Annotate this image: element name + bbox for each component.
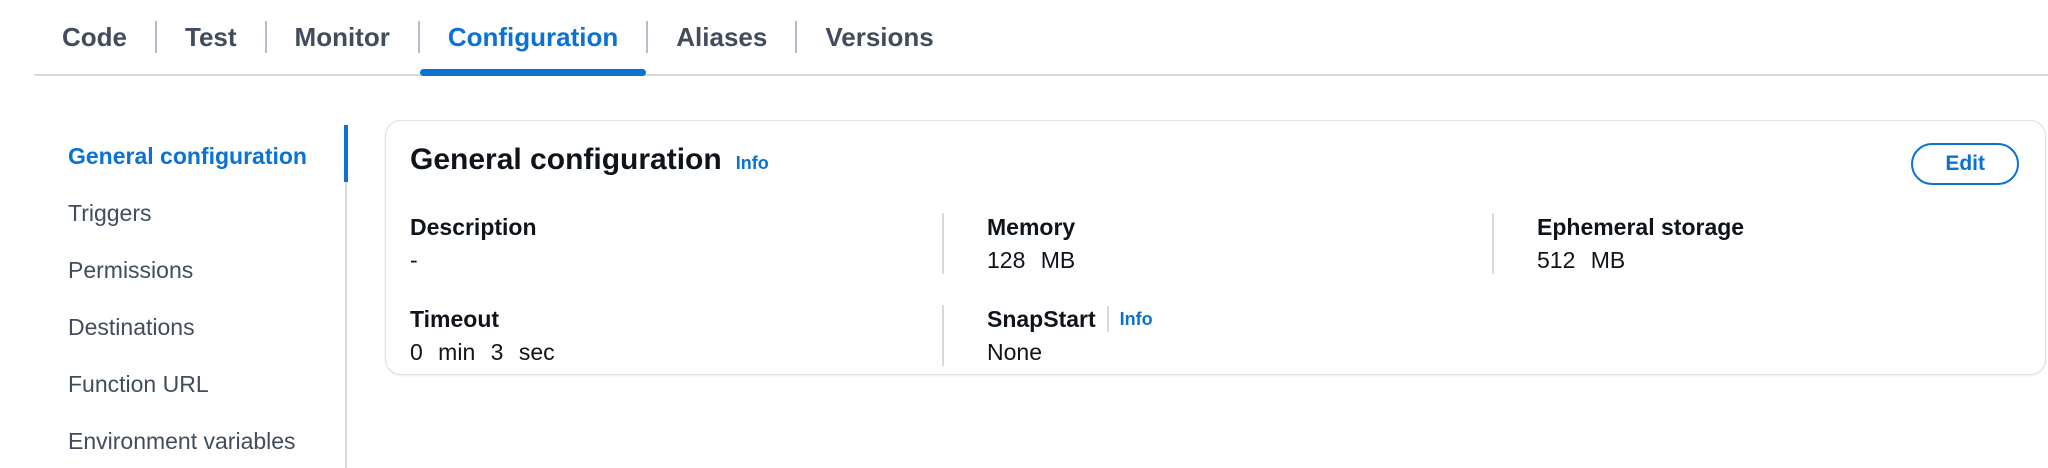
sidebar-item-function-url[interactable]: Function URL xyxy=(68,371,209,397)
tab-label: Versions xyxy=(825,21,934,52)
tab-label: Code xyxy=(62,21,127,52)
field-timeout: Timeout 0 min 3 sec xyxy=(410,305,942,366)
tab-configuration[interactable]: Configuration xyxy=(419,0,647,76)
sidebar-item-triggers[interactable]: Triggers xyxy=(68,200,152,226)
field-label: Memory xyxy=(987,214,1076,240)
tab-versions[interactable]: Versions xyxy=(797,0,961,74)
tab-separator xyxy=(417,21,420,53)
field-label: Ephemeral storage xyxy=(1537,214,1745,240)
tab-separator xyxy=(646,21,649,53)
panel-title: General configuration xyxy=(410,143,722,176)
tab-label: Configuration xyxy=(447,21,619,52)
sidebar-item-general-configuration[interactable]: General configuration xyxy=(68,143,307,169)
label-info-divider xyxy=(1106,306,1109,332)
sidebar-item-environment-variables[interactable]: Environment variables xyxy=(68,428,296,454)
tab-separator xyxy=(155,21,157,53)
active-tab-indicator xyxy=(419,69,647,76)
field-value: - xyxy=(410,247,418,273)
field-label: SnapStart xyxy=(987,306,1096,332)
field-grid: Description - Memory 128 MB Ephemeral st… xyxy=(410,213,2021,366)
field-snapstart: SnapStart Info None xyxy=(942,305,1492,366)
tab-label: Monitor xyxy=(294,21,390,52)
tab-label: Test xyxy=(185,21,237,52)
tab-monitor[interactable]: Monitor xyxy=(267,0,418,74)
tab-separator xyxy=(795,21,798,53)
field-memory: Memory 128 MB xyxy=(942,213,1492,274)
field-value: None xyxy=(987,339,1042,365)
sidebar-item-destinations[interactable]: Destinations xyxy=(68,314,195,340)
tab-code[interactable]: Code xyxy=(34,0,155,74)
snapstart-info-link[interactable]: Info xyxy=(1119,308,1153,329)
field-ephemeral-storage: Ephemeral storage 512 MB xyxy=(1492,213,2021,274)
configuration-main: General configuration Info Edit Descript… xyxy=(346,76,2048,468)
sidebar-active-indicator xyxy=(344,125,348,182)
field-value: 512 MB xyxy=(1537,247,1626,273)
configuration-layout: General configuration Triggers Permissio… xyxy=(0,76,2048,468)
field-value: 0 min 3 sec xyxy=(410,339,555,365)
field-label: Timeout xyxy=(410,306,500,332)
field-value: 128 MB xyxy=(987,247,1076,273)
general-configuration-panel: General configuration Info Edit Descript… xyxy=(385,120,2046,375)
edit-button[interactable]: Edit xyxy=(1911,143,2019,185)
sidebar-divider xyxy=(345,125,347,468)
tab-test[interactable]: Test xyxy=(157,0,265,74)
tab-label: Aliases xyxy=(676,21,768,52)
panel-title-group: General configuration Info xyxy=(410,143,769,177)
function-tab-bar: Code Test Monitor Configuration Aliases … xyxy=(34,0,2048,76)
panel-header: General configuration Info Edit xyxy=(410,143,2021,185)
tab-separator xyxy=(264,21,267,53)
field-description: Description - xyxy=(410,213,942,274)
configuration-sidebar: General configuration Triggers Permissio… xyxy=(0,76,346,468)
panel-info-link[interactable]: Info xyxy=(735,153,769,173)
empty-cell xyxy=(1492,305,2021,366)
field-label: Description xyxy=(410,214,537,240)
tab-aliases[interactable]: Aliases xyxy=(648,0,795,74)
sidebar-item-permissions[interactable]: Permissions xyxy=(68,257,194,283)
